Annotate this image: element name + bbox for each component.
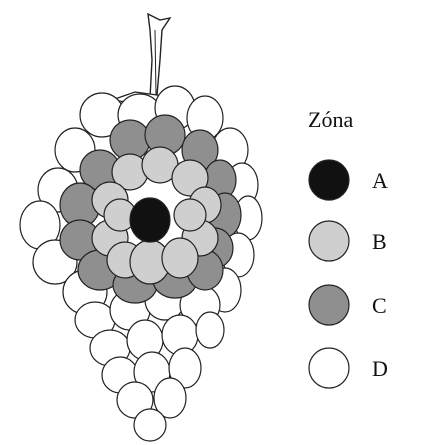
legend-label-d: D bbox=[372, 356, 388, 381]
zone-b-berry bbox=[162, 238, 198, 278]
zone-d-berry bbox=[134, 409, 166, 441]
grape-cluster bbox=[20, 86, 262, 441]
legend-label-a: A bbox=[372, 168, 388, 193]
legend: Zóna A B C D bbox=[308, 107, 388, 388]
grape-stem bbox=[112, 14, 170, 104]
legend-swatch-d bbox=[309, 348, 349, 388]
zone-d-berry bbox=[196, 312, 224, 348]
legend-swatch-a bbox=[309, 160, 349, 200]
zone-a-berry bbox=[130, 198, 170, 242]
legend-swatch-b bbox=[309, 221, 349, 261]
legend-label-c: C bbox=[372, 293, 387, 318]
zone-b-berry bbox=[174, 199, 206, 231]
legend-label-b: B bbox=[372, 229, 387, 254]
legend-title: Zóna bbox=[308, 107, 353, 132]
legend-swatch-c bbox=[309, 285, 349, 325]
